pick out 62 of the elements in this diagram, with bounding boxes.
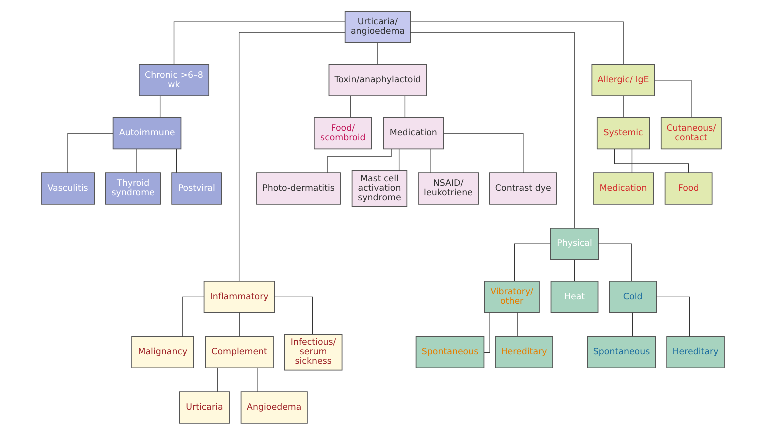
node-box: Spontaneous bbox=[416, 336, 485, 369]
node-box: Vibratory/ other bbox=[484, 281, 540, 314]
node-box: Mast cell activation syndrome bbox=[352, 170, 408, 208]
node-box: Urticaria bbox=[179, 392, 230, 424]
node-box: NSAID/ leukotriene bbox=[418, 172, 479, 205]
connector bbox=[623, 96, 624, 118]
connector bbox=[614, 149, 690, 174]
node-box: Food bbox=[664, 172, 713, 205]
node-box: Food/ scombroid bbox=[314, 117, 372, 150]
node-box: Infectious/ serum sickness bbox=[284, 334, 343, 371]
connector bbox=[136, 148, 138, 174]
node-box: Complement bbox=[205, 336, 274, 369]
connector bbox=[430, 148, 432, 174]
connector bbox=[176, 148, 177, 174]
connector bbox=[350, 96, 351, 118]
node-box: Cold bbox=[609, 281, 658, 314]
connector bbox=[656, 296, 690, 338]
node-box: Chronic >6–8 wk bbox=[139, 64, 210, 96]
connector bbox=[68, 133, 114, 174]
connector bbox=[517, 312, 518, 337]
connector bbox=[444, 133, 524, 174]
node-box: Spontaneous bbox=[587, 336, 656, 369]
connector bbox=[484, 312, 490, 354]
node-box: Angioedema bbox=[240, 392, 308, 424]
connector bbox=[239, 312, 240, 337]
node-box: Hereditary bbox=[495, 336, 554, 369]
connector bbox=[327, 148, 392, 174]
connector bbox=[257, 368, 258, 392]
node-box: Thyroid syndrome bbox=[105, 172, 162, 205]
connector bbox=[654, 80, 692, 118]
node-box: Systemic bbox=[596, 117, 650, 150]
node-box: Postviral bbox=[172, 172, 222, 205]
connector bbox=[160, 96, 161, 118]
connector bbox=[182, 296, 204, 338]
node-box: Inflammatory bbox=[204, 281, 276, 314]
connector bbox=[632, 312, 633, 337]
node-box: Medication bbox=[593, 172, 654, 205]
node-box: Cutaneous/ contact bbox=[660, 117, 722, 150]
connector bbox=[598, 244, 632, 282]
node-box: Medication bbox=[383, 117, 444, 150]
connector bbox=[632, 148, 633, 174]
node-box: Contrast dye bbox=[489, 172, 558, 205]
node-box: Urticaria/ angioedema bbox=[344, 11, 412, 44]
node-box: Heat bbox=[550, 281, 599, 314]
node-box: Autoimmune bbox=[112, 117, 182, 150]
connector bbox=[217, 368, 218, 392]
connector bbox=[239, 32, 346, 282]
connector bbox=[404, 96, 406, 118]
node-box: Allergic/ IgE bbox=[592, 64, 656, 96]
node-box: Toxin/anaphylactoid bbox=[328, 64, 428, 96]
node-box: Malignancy bbox=[132, 336, 194, 369]
connector bbox=[514, 244, 552, 282]
connector bbox=[410, 22, 624, 65]
node-box: Vasculitis bbox=[41, 172, 96, 205]
connector bbox=[174, 22, 346, 65]
node-box: Hereditary bbox=[666, 336, 725, 369]
connector bbox=[410, 32, 575, 228]
node-box: Photo-dermatitis bbox=[256, 172, 341, 205]
connector bbox=[398, 148, 400, 172]
connector bbox=[274, 296, 314, 335]
node-box: Physical bbox=[550, 228, 600, 260]
connector bbox=[574, 260, 576, 282]
